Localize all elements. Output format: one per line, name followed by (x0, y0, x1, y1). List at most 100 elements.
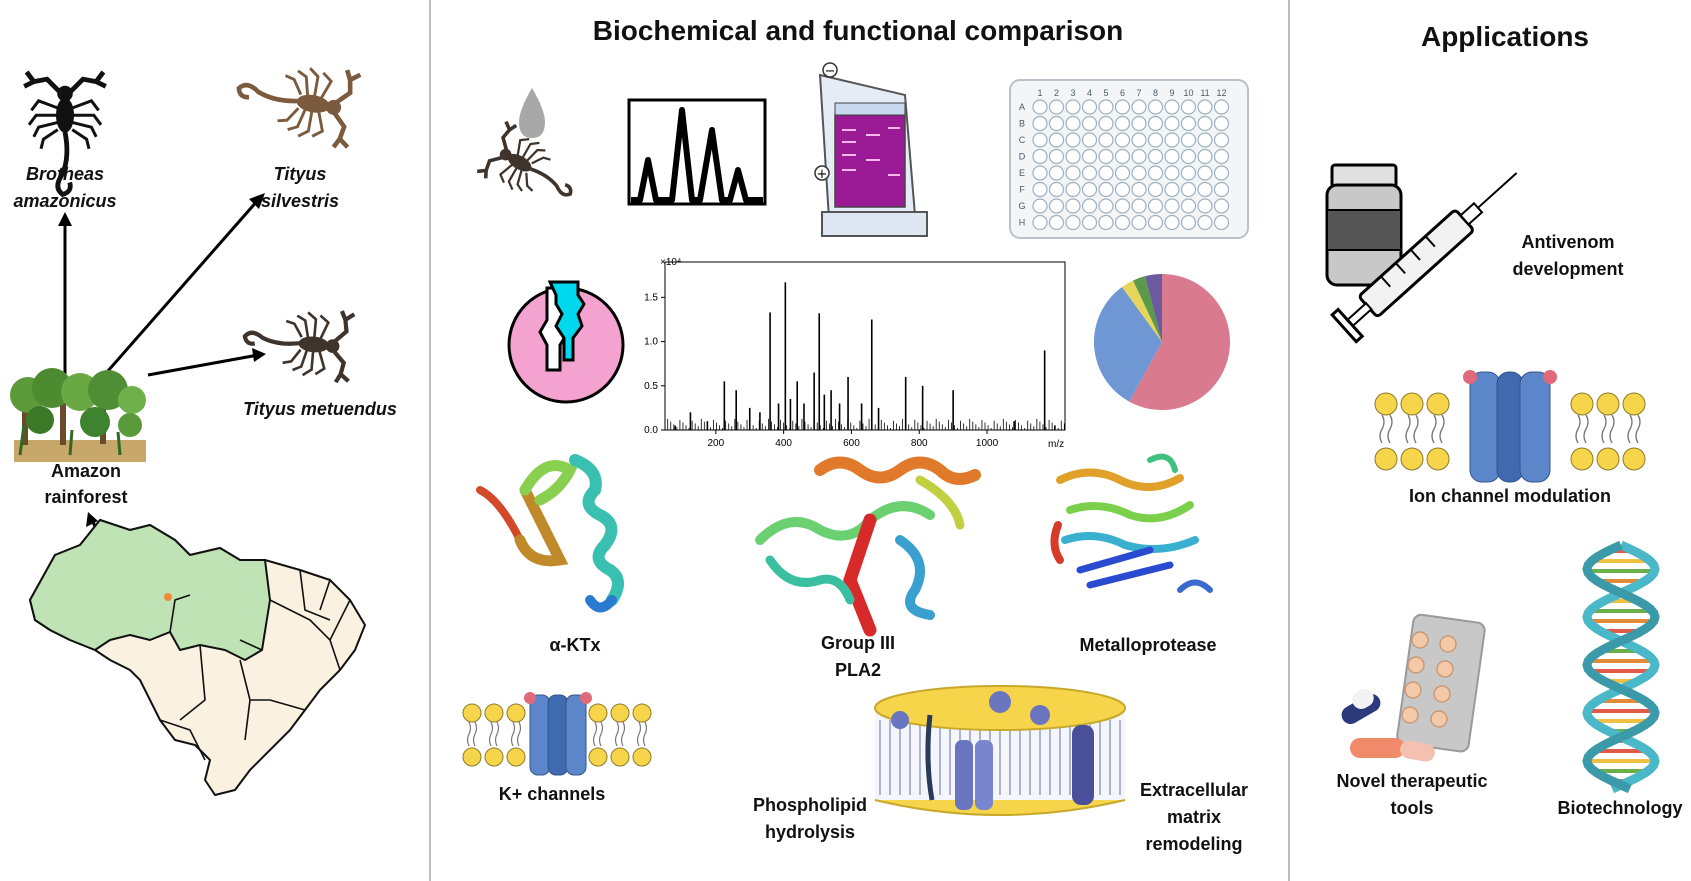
lipid-head (1622, 447, 1646, 471)
plate-well (1098, 181, 1114, 198)
plate-well (1147, 198, 1164, 214)
label-pla2-2: PLA2 (835, 660, 881, 680)
plate-well (1180, 214, 1197, 231)
vial-syringe-icon (1325, 163, 1518, 344)
plate-well (1048, 132, 1065, 148)
plate-col-label: 11 (1200, 88, 1209, 98)
ms-y-tick-label: 0.5 (644, 381, 658, 392)
plate-well (1098, 99, 1114, 115)
lipid-head (1596, 447, 1620, 471)
divider-left (429, 0, 431, 881)
lipid-head (1570, 447, 1594, 471)
plate-well (1114, 181, 1131, 198)
lipid-tail (592, 721, 604, 747)
lipid-tail (1627, 414, 1641, 444)
divider-right (1288, 0, 1290, 881)
plate-well (1147, 165, 1164, 181)
plate-well (1180, 115, 1197, 132)
plate-col-label: 4 (1087, 88, 1092, 98)
ms-exponent-label: ×10⁴ (660, 257, 681, 268)
plate-well (1081, 165, 1098, 181)
label-ecm-3: remodeling (1145, 834, 1242, 854)
plate-well (1098, 148, 1114, 165)
plate-well (1164, 115, 1180, 132)
lipid-head (1400, 447, 1424, 471)
plate-well (1048, 99, 1065, 115)
brazil-map (29, 519, 366, 796)
scorpion-silvestris-icon (232, 52, 361, 149)
plate-well (1081, 181, 1098, 198)
plate-col-label: 5 (1103, 88, 1108, 98)
label-silvestris-2: silvestris (261, 191, 339, 211)
lipid-head (588, 703, 608, 723)
plate-well (1213, 214, 1230, 231)
lipid-head (588, 747, 608, 767)
lipid-head (462, 747, 482, 767)
plate-well (1180, 99, 1197, 115)
plate-well (1114, 214, 1131, 231)
comparison-title: Biochemical and functional comparison (593, 15, 1124, 46)
lipid-head (1374, 447, 1398, 471)
plate-well (1197, 181, 1213, 198)
label-aktx: α-KTx (549, 635, 600, 655)
ion-channel-membrane-icon (1374, 370, 1646, 483)
plate-well (1213, 198, 1230, 214)
plate-well (1114, 132, 1131, 148)
plate-well (1081, 148, 1098, 165)
plate-well (1147, 132, 1164, 148)
lipid-tail (614, 721, 626, 747)
plate-well (1048, 115, 1065, 132)
plate-well (1213, 148, 1230, 165)
k-channel-membrane-icon (462, 692, 652, 776)
plate-well (1213, 115, 1230, 132)
ms-y-tick-label: 0.0 (644, 425, 658, 436)
plate-well (1065, 214, 1081, 231)
plate-row-label: C (1019, 135, 1026, 145)
plate-well (1197, 165, 1213, 181)
lipid-tail (1601, 414, 1615, 444)
plate-well (1131, 148, 1147, 165)
plate-well (1032, 165, 1048, 181)
plate-well (1032, 115, 1048, 132)
plate-well (1131, 181, 1147, 198)
plate-well (1098, 132, 1114, 148)
label-brotheas-2: amazonicus (13, 191, 116, 211)
plate-well (1164, 181, 1180, 198)
plate-well (1147, 115, 1164, 132)
label-antivenom-2: development (1512, 259, 1623, 279)
plate-col-label: 7 (1136, 88, 1141, 98)
lipid-head (632, 747, 652, 767)
plate-well (1164, 132, 1180, 148)
plate-well (1180, 132, 1197, 148)
plate-col-label: 10 (1183, 88, 1193, 98)
plate-well (1081, 214, 1098, 231)
plate-well (1048, 181, 1065, 198)
plate-well (1081, 198, 1098, 214)
label-phospho-1: Phospholipid (753, 795, 867, 815)
plate-well (1131, 214, 1147, 231)
label-ecm-1: Extracellular (1140, 780, 1248, 800)
arrowheads (58, 193, 266, 527)
plate-well (1197, 214, 1213, 231)
plate-well (1180, 181, 1197, 198)
plate-well (1114, 115, 1131, 132)
ms-x-tick-label: 200 (708, 438, 725, 449)
plate-row-label: E (1019, 168, 1025, 178)
lipid-head (1622, 392, 1646, 416)
chromatogram-icon (627, 98, 767, 206)
lipid-tail (488, 721, 500, 747)
ms-x-tick-label: 800 (911, 438, 928, 449)
plate-well (1114, 148, 1131, 165)
plate-well (1114, 99, 1131, 115)
lipid-tail (510, 721, 522, 747)
lipid-head (462, 703, 482, 723)
ms-x-tick-label: 600 (843, 438, 860, 449)
gel-neg-label: − (825, 64, 836, 79)
composition-pie-chart (1094, 274, 1230, 410)
lipid-head (484, 703, 504, 723)
plate-well (1048, 148, 1065, 165)
lipid-tail (1379, 414, 1393, 444)
plate-well (1197, 99, 1213, 115)
lipid-head (610, 747, 630, 767)
